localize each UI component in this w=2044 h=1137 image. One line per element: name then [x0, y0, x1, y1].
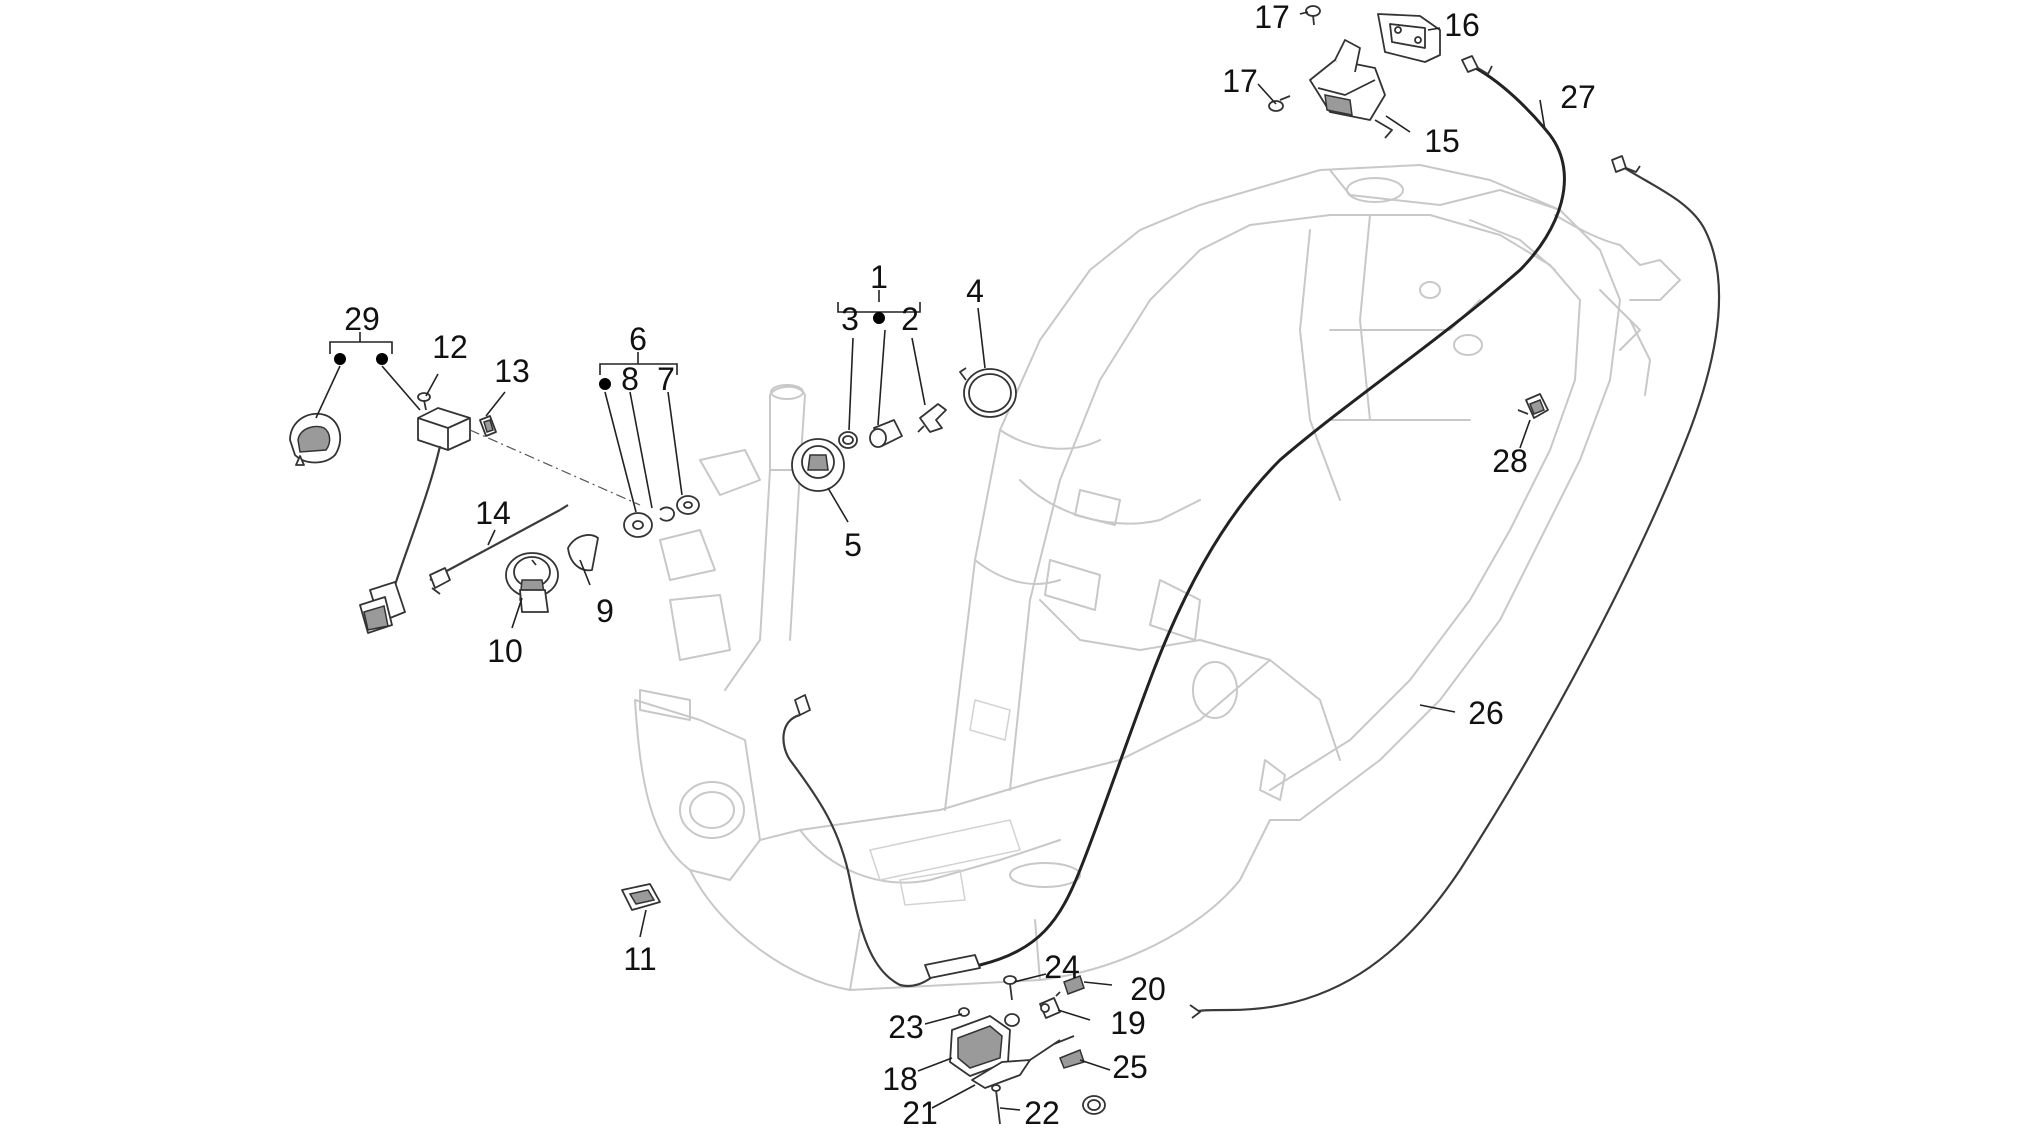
part-17-screw-left — [1268, 95, 1291, 112]
part-5-housing — [791, 438, 845, 492]
label-19: 19 — [1110, 1005, 1146, 1041]
label-17b: 17 — [1222, 63, 1258, 99]
scooter-frame — [634, 164, 1681, 991]
part-9-cover — [567, 534, 599, 572]
part-7-nut — [676, 495, 700, 515]
part-29-module — [359, 407, 471, 634]
part-3-oring — [838, 431, 858, 449]
cables — [782, 55, 1721, 1019]
kit-dot-29a — [334, 353, 346, 365]
label-16: 16 — [1444, 7, 1480, 43]
label-24: 24 — [1044, 949, 1080, 985]
part-24-bolt — [1003, 975, 1017, 1001]
label-10: 10 — [487, 633, 523, 669]
part-20-spring — [1055, 975, 1085, 997]
label-6: 6 — [629, 321, 647, 357]
label-11: 11 — [623, 941, 656, 977]
part-4-ring — [959, 367, 1017, 418]
label-5: 5 — [844, 527, 862, 563]
label-7: 7 — [657, 361, 675, 397]
part-2-lever — [917, 403, 947, 433]
part-22-pin — [991, 1084, 1001, 1125]
label-29: 29 — [344, 301, 380, 337]
part-16-hinge — [1377, 13, 1441, 63]
kit-dot-29b — [376, 353, 388, 365]
part-10-lock — [505, 552, 559, 613]
part-8-washer — [623, 512, 653, 538]
label-18: 18 — [882, 1061, 918, 1097]
parts — [289, 5, 1549, 1125]
part-11-bracket — [621, 883, 661, 911]
part-28-clip — [1517, 393, 1549, 419]
label-9: 9 — [596, 593, 614, 629]
label-26: 26 — [1468, 695, 1504, 731]
part-25-clip — [1053, 1035, 1085, 1069]
part-14-antenna — [429, 504, 569, 595]
part-17-screw-top — [1305, 5, 1321, 26]
label-25: 25 — [1112, 1049, 1148, 1085]
label-14: 14 — [475, 495, 511, 531]
cable-26 — [1194, 164, 1721, 1014]
label-22: 22 — [1024, 1095, 1060, 1131]
part-13-clip — [479, 415, 497, 437]
cable-27 — [944, 63, 1566, 971]
kit-markers — [334, 312, 885, 390]
label-4: 4 — [966, 273, 984, 309]
part-25-clamp — [1082, 1095, 1106, 1115]
label-1: 1 — [870, 259, 888, 295]
label-12: 12 — [432, 329, 468, 365]
part-18-actuator — [949, 1013, 1020, 1077]
kit-dot-1 — [873, 312, 885, 324]
part-15-seat-lock — [1309, 39, 1393, 139]
label-2: 2 — [901, 301, 919, 337]
label-15: 15 — [1424, 123, 1460, 159]
label-20: 20 — [1130, 971, 1166, 1007]
label-17a: 17 — [1254, 0, 1290, 35]
kit-dot-6 — [599, 378, 611, 390]
part-labels: 1 2 3 4 5 6 7 8 9 10 11 12 13 14 15 16 1… — [344, 0, 1596, 1131]
label-3: 3 — [841, 301, 859, 337]
part-7-clip — [659, 506, 675, 522]
label-21: 21 — [902, 1095, 938, 1131]
part-12-screw — [417, 392, 431, 411]
part-1-cylinder — [869, 419, 903, 448]
label-23: 23 — [888, 1009, 924, 1045]
part-19-fitting — [1039, 997, 1061, 1019]
part-29-key-fob — [289, 412, 342, 466]
leader-lines — [315, 11, 1546, 1111]
label-13: 13 — [494, 353, 530, 389]
label-27: 27 — [1560, 79, 1596, 115]
label-8: 8 — [621, 361, 639, 397]
cable-inner — [782, 713, 941, 988]
label-28: 28 — [1492, 443, 1528, 479]
